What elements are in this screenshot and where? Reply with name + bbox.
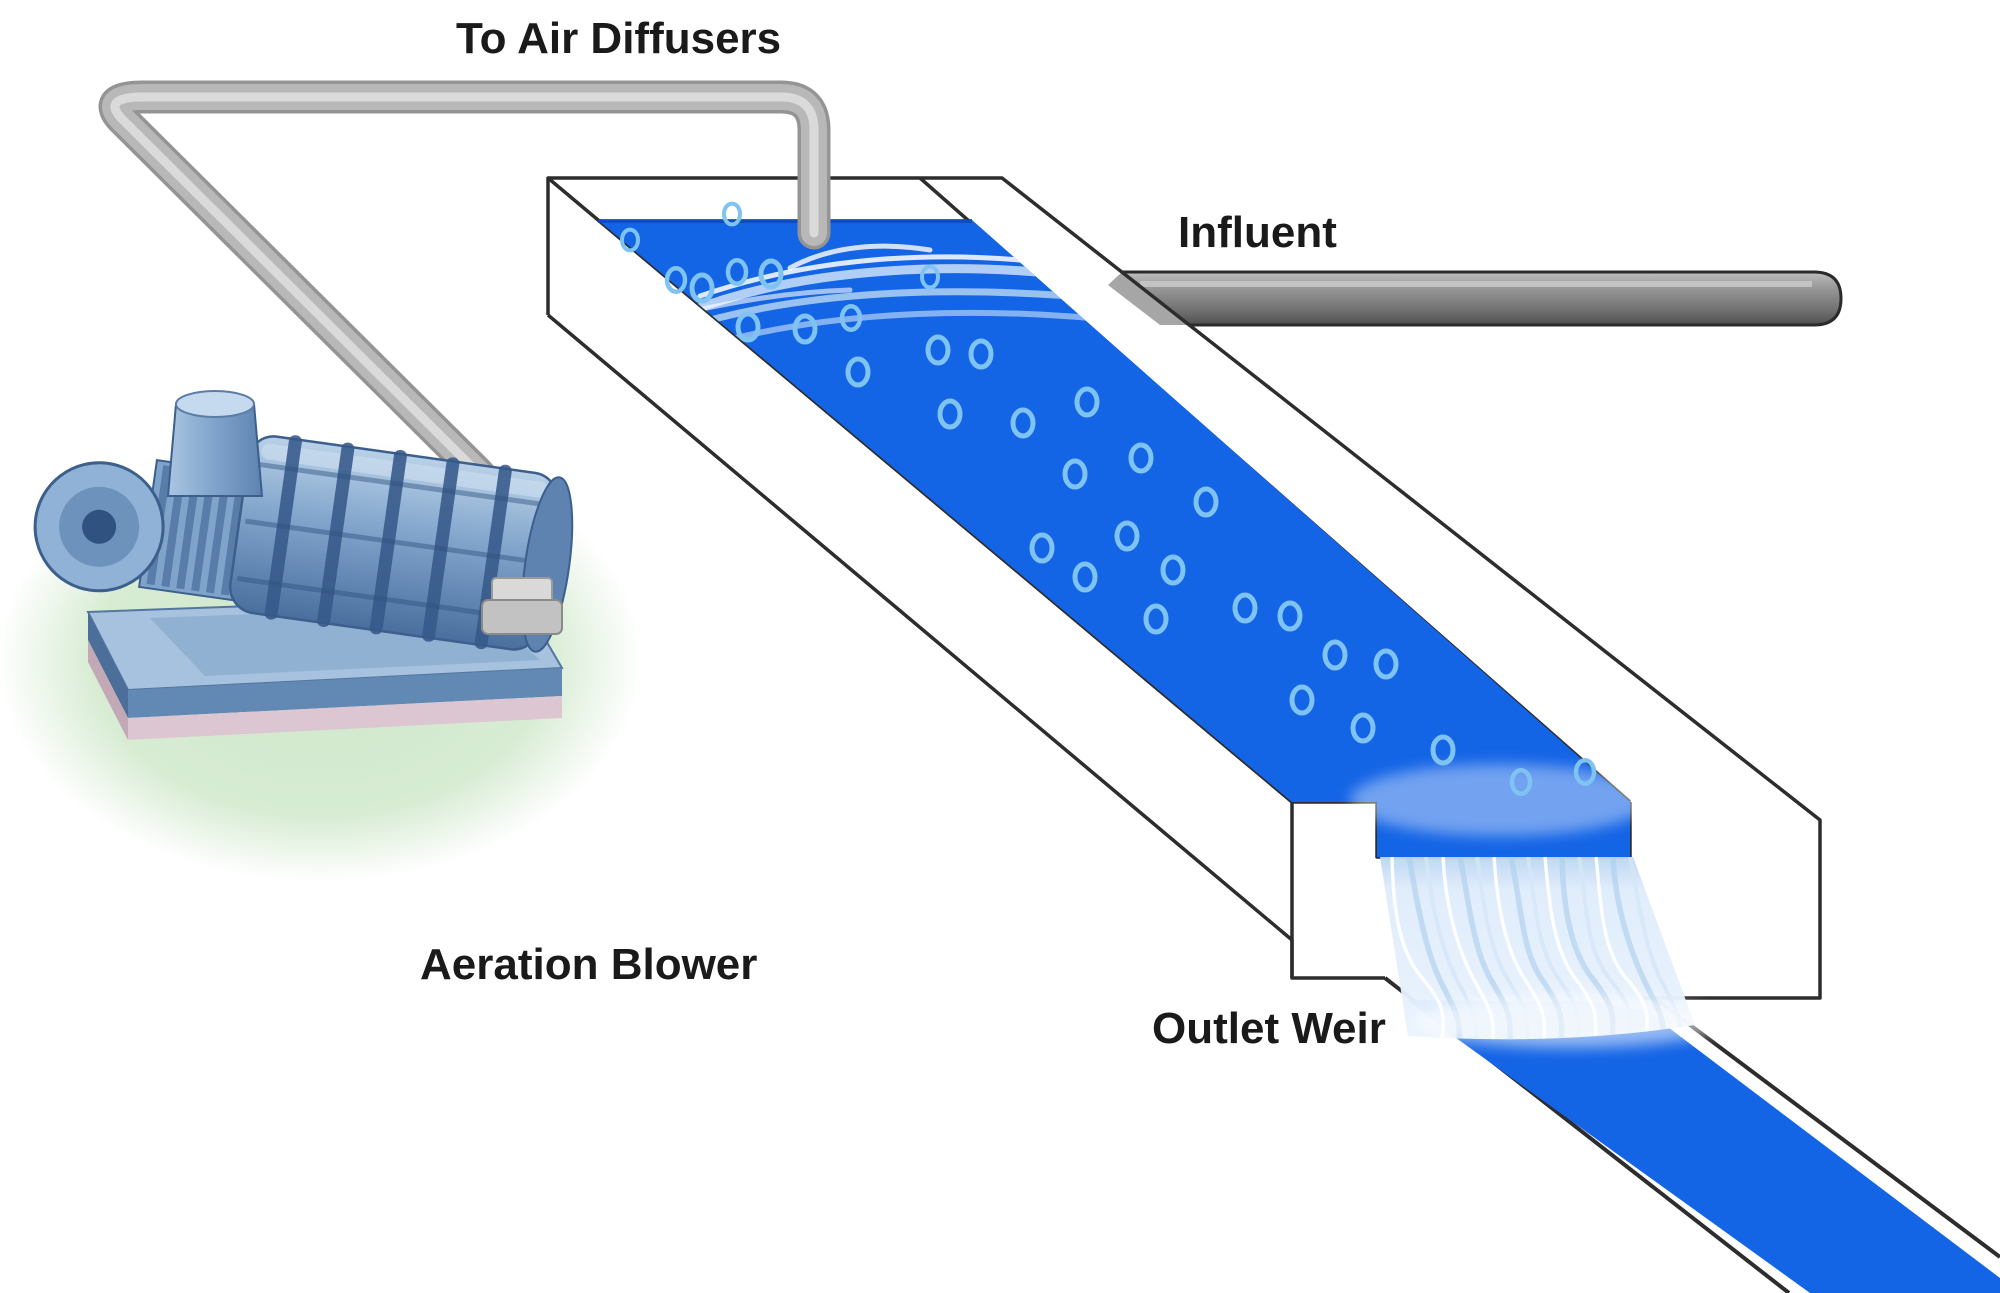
body-hoop	[369, 449, 407, 635]
motor-fin	[161, 467, 187, 588]
bubble	[1509, 768, 1533, 796]
aeration-blower	[33, 390, 574, 740]
bubble	[1350, 712, 1376, 744]
aeration-tank	[546, 176, 1843, 1000]
bubble	[1573, 758, 1597, 786]
motor-fin	[220, 475, 246, 596]
bubble	[1160, 554, 1186, 586]
body-hoop	[422, 457, 460, 642]
bubble	[725, 258, 749, 286]
influent-pipe	[1108, 270, 1843, 327]
bubble	[664, 266, 688, 294]
bubble	[1373, 648, 1399, 680]
bubble	[735, 311, 761, 343]
bubble	[1029, 532, 1055, 564]
bubble	[1128, 442, 1154, 474]
bubble	[1277, 600, 1303, 632]
bubble	[1232, 592, 1258, 624]
bubble	[1193, 486, 1219, 518]
body-hoop	[317, 442, 355, 628]
bubble	[689, 272, 715, 304]
motor-fin	[191, 471, 216, 592]
motor-fin	[176, 469, 201, 590]
outlet-water	[1408, 1000, 2000, 1293]
weir-waterfall	[1380, 857, 1725, 1048]
bubble	[937, 398, 963, 430]
body-rail	[253, 461, 553, 509]
bubble	[845, 356, 871, 388]
bubble	[1072, 561, 1098, 593]
bubble	[1322, 639, 1348, 671]
bubble	[1074, 386, 1100, 418]
bubble	[1143, 603, 1169, 635]
bubble	[620, 227, 640, 253]
bubble	[839, 304, 863, 332]
bubble	[1010, 407, 1036, 439]
bubble	[1289, 684, 1315, 716]
air-bubbles	[620, 201, 1597, 796]
bubble	[968, 338, 994, 370]
label-outlet-weir: Outlet Weir	[1152, 1004, 1386, 1053]
bubble	[792, 313, 818, 345]
motor-fin	[206, 473, 231, 594]
label-influent: Influent	[1178, 208, 1337, 257]
bubble	[920, 264, 940, 290]
bubble	[1114, 520, 1140, 552]
bubble	[1062, 458, 1088, 490]
label-to-air-diffusers: To Air Diffusers	[456, 14, 782, 63]
label-aeration-blower: Aeration Blower	[420, 940, 758, 989]
body-rail	[244, 518, 545, 566]
bubble	[925, 334, 951, 366]
body-hoop	[264, 435, 302, 620]
bubble	[1430, 734, 1456, 766]
bubble	[758, 258, 784, 290]
bubble	[722, 201, 742, 227]
